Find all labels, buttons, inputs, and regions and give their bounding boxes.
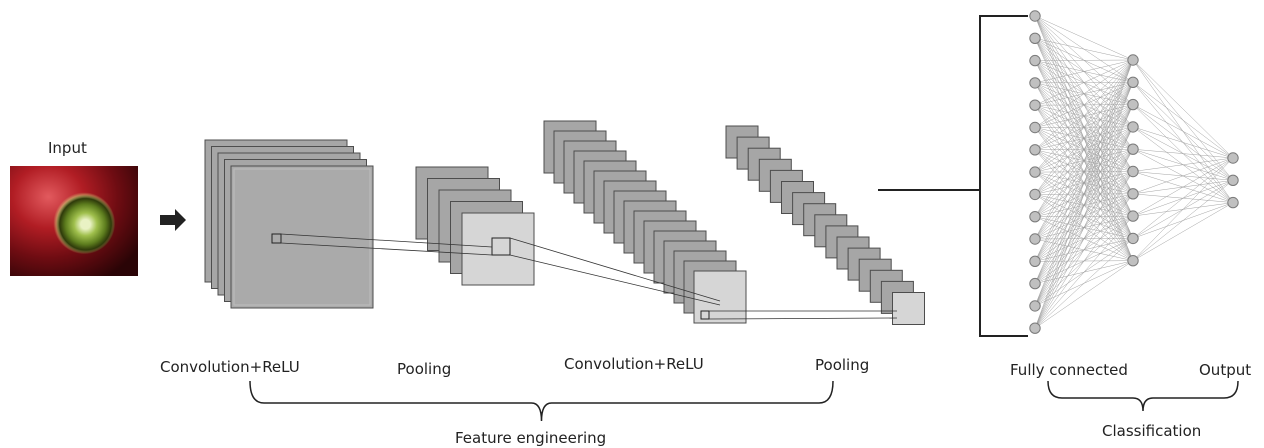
network-edge [1034, 59, 1134, 195]
network-edge [1034, 59, 1134, 262]
input-image [10, 166, 138, 276]
network-edge [1034, 59, 1134, 106]
network-edge [1034, 38, 1134, 61]
input-node [1029, 99, 1041, 111]
conv1-window [271, 233, 282, 244]
label-conv1: Convolution+ReLU [160, 358, 300, 376]
projection-line [509, 254, 721, 306]
network-edge [1132, 59, 1234, 159]
network-edge [1034, 126, 1134, 329]
network-edge [1034, 59, 1134, 128]
projection-line [708, 317, 898, 320]
projection-line [280, 242, 493, 256]
input-node [1029, 322, 1041, 334]
network-edge [1132, 148, 1234, 159]
hidden-node [1127, 121, 1139, 133]
label-fully-connected: Fully connected [1010, 361, 1128, 379]
input-node [1029, 188, 1041, 201]
network-edge [1132, 157, 1234, 172]
network-edge [1034, 238, 1134, 329]
hidden-node [1127, 98, 1139, 111]
network-edge [1132, 82, 1234, 159]
label-conv2: Convolution+ReLU [564, 355, 704, 373]
network-edge [1132, 104, 1234, 159]
network-edge [1132, 180, 1234, 261]
hidden-node [1127, 210, 1139, 222]
network-edge [1132, 126, 1234, 159]
input-node [1029, 32, 1041, 44]
input-node [1029, 77, 1041, 89]
network-edge [1034, 59, 1134, 329]
conv1-map-inner [233, 168, 371, 306]
network-edge [1034, 15, 1134, 61]
network-edge [1034, 215, 1134, 329]
classification-brace [1047, 380, 1239, 412]
network-edge [1034, 260, 1134, 329]
label-classification: Classification [1102, 422, 1202, 440]
hidden-node [1127, 255, 1139, 267]
network-edge [1034, 59, 1134, 284]
network-edge [1034, 149, 1134, 329]
input-node [1029, 54, 1041, 67]
hidden-node [1127, 232, 1139, 245]
hidden-node [1127, 54, 1139, 66]
output-node [1227, 174, 1239, 187]
input-node [1029, 166, 1041, 178]
network-edge [1034, 193, 1134, 329]
hidden-node [1127, 188, 1139, 200]
pool2-map [892, 292, 925, 325]
network-edge [1034, 59, 1134, 150]
input-node [1029, 255, 1041, 267]
network-edge [1132, 157, 1234, 217]
network-edge [1034, 59, 1134, 84]
input-node [1029, 300, 1041, 312]
input-node [1029, 277, 1041, 290]
network-edge [1132, 157, 1234, 261]
input-node [1029, 233, 1041, 245]
feature-engineering-brace [249, 380, 834, 422]
conv2-window [700, 310, 710, 320]
input-node [1029, 121, 1041, 134]
hidden-node [1127, 76, 1139, 89]
input-node [1029, 10, 1041, 22]
network-edge [1034, 59, 1134, 61]
label-feature-engineering: Feature engineering [455, 429, 607, 447]
projection-line [280, 233, 493, 248]
network-edge [1132, 202, 1234, 261]
pool1-map [461, 212, 535, 286]
network-edge [1034, 171, 1134, 329]
network-edge [1034, 59, 1134, 217]
pool1-window [491, 237, 511, 256]
arrow-icon [160, 209, 186, 231]
hidden-node [1127, 143, 1139, 155]
label-pool1: Pooling [397, 360, 452, 378]
hidden-node [1127, 165, 1139, 178]
input-node [1029, 144, 1041, 156]
network-edge [1034, 82, 1134, 329]
input-node [1029, 211, 1041, 223]
label-input: Input [48, 139, 87, 157]
conv1-map [230, 165, 374, 309]
projection-line [509, 237, 721, 302]
output-node [1227, 152, 1239, 164]
label-output: Output [1199, 361, 1252, 379]
network-edge [1034, 59, 1134, 240]
network-edge [1132, 157, 1234, 239]
output-node [1227, 196, 1239, 209]
flatten-bracket [979, 15, 1028, 337]
network-edge [1034, 104, 1134, 329]
network-edge [1132, 157, 1234, 195]
conv2-map [693, 270, 747, 324]
network-edge [1034, 59, 1134, 173]
label-pool2: Pooling [815, 356, 870, 374]
network-edge [1034, 59, 1134, 306]
